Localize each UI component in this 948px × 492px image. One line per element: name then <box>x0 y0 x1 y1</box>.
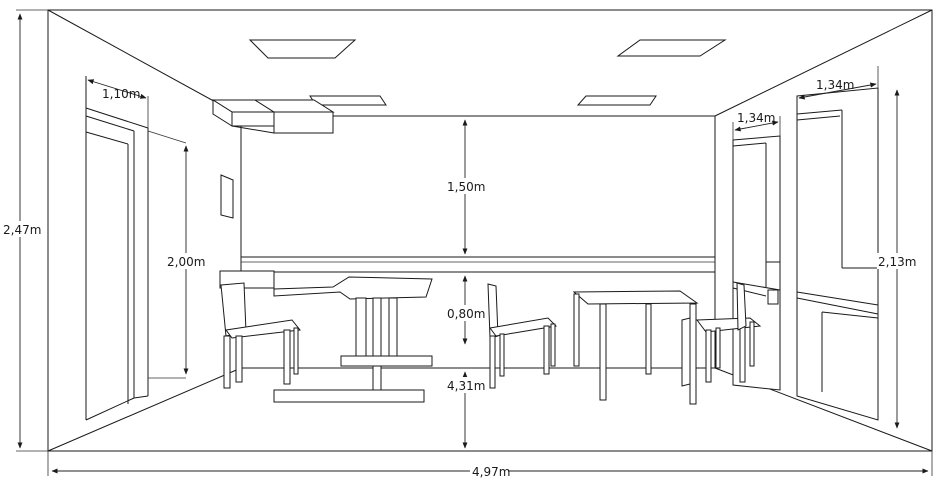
ceiling-light <box>309 95 387 106</box>
ceiling-lights <box>248 39 727 106</box>
label-window-near-width: 1,34m <box>816 78 854 92</box>
dim-line-window-near-width <box>798 82 877 100</box>
floor-edge-left <box>47 367 242 452</box>
table-right <box>572 290 699 405</box>
ceiling-edge-right <box>714 9 933 117</box>
label-room-height: 2,47m <box>3 223 41 237</box>
label-board-height: 1,50m <box>447 180 485 194</box>
ceiling-light <box>576 95 657 106</box>
ceiling-duct <box>211 99 335 134</box>
chair-middle <box>487 283 558 389</box>
chair-left <box>219 270 301 389</box>
ceiling-edge-left <box>47 9 242 117</box>
label-door-width: 1,10m <box>102 87 140 101</box>
dim-line-window-far-width <box>734 120 779 132</box>
window-near <box>796 87 879 421</box>
chair-right <box>681 282 762 387</box>
label-room-width: 4,97m <box>472 465 510 479</box>
back-wall <box>240 115 716 369</box>
right-windows <box>732 87 879 421</box>
ceiling-light <box>616 39 727 57</box>
left-door <box>85 76 187 421</box>
ceiling-light <box>248 39 357 59</box>
dim-line-door-width <box>87 79 147 99</box>
wall-sign <box>220 174 234 219</box>
label-door-height: 2,00m <box>167 255 205 269</box>
label-window-far-width: 1,34m <box>737 111 775 125</box>
label-board-sill-height: 0,80m <box>447 307 485 321</box>
label-room-depth: 4,31m <box>447 379 485 393</box>
dimension-labels: 2,47m 4,97m 1,10m 2,00m 1,50m 0,80m 4,31… <box>2 78 916 479</box>
whiteboard <box>241 256 715 273</box>
table-pedestal <box>273 276 433 403</box>
label-window-height: 2,13m <box>878 255 916 269</box>
front-frame <box>47 9 933 452</box>
